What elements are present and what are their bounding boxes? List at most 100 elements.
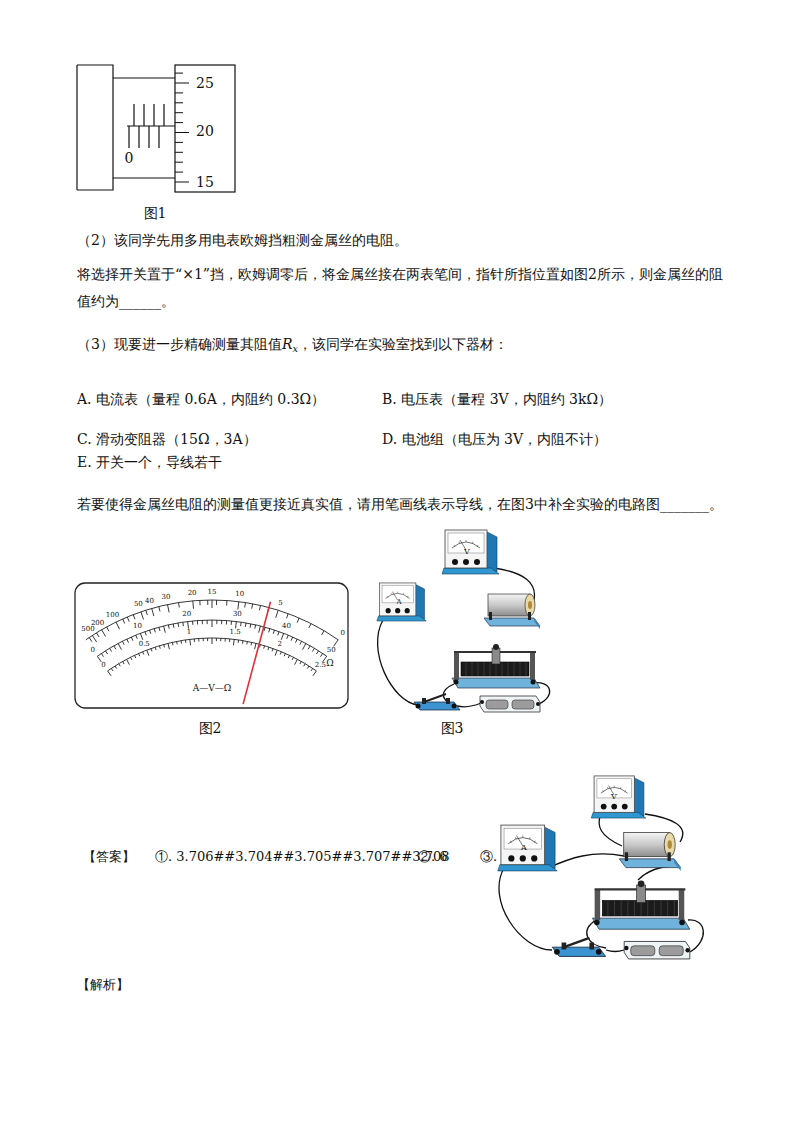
dial-caption: A—V—Ω [193,683,231,694]
scale-tick [173,624,175,628]
scale-tick [284,654,285,657]
scale-tick [108,671,112,676]
scale-tick [185,640,187,643]
scale-arc [97,620,326,656]
scale-tick [92,635,96,642]
question-text: 将选择开关置于“×1”挡，欧姆调零后，将金属丝接在两表笔间，指针所指位置如图2所… [77,261,727,315]
figure-caption: 图2 [199,720,222,737]
scale-tick [175,102,183,103]
scale-tick [311,668,313,671]
scale-tick [220,638,221,641]
scale-tick [111,668,113,671]
scale-tick [212,620,213,627]
scale-tick [226,621,227,625]
scale-tick [226,601,227,606]
scale-tick [252,604,253,609]
scale-tick [172,642,174,645]
scale-tick [269,629,270,633]
dial-frame [75,583,348,708]
scale-tick [164,626,166,633]
thimble-scale [175,73,189,182]
analysis-heading: 【解析】 [77,977,129,993]
scale-tick [131,637,133,641]
scale-tick [207,600,208,605]
scale-tick [150,630,151,634]
scale-tick [175,132,189,133]
scale-number: 20 [196,123,214,140]
scale-tick [212,600,213,608]
scale-tick [272,649,273,652]
scale-tick [296,639,298,643]
ohm-scale-number: 30 [161,593,170,601]
scale-tick [182,622,184,626]
scale-tick [97,633,100,637]
scale-tick [199,600,200,605]
scale-tick [181,641,183,644]
scale-tick [334,640,339,647]
ohm-scale-number: 200 [91,619,104,627]
scale-tick [115,666,117,669]
scale-tick [297,618,299,623]
scale-tick [238,640,240,643]
scale-tick [281,633,284,640]
dial-scales [86,600,338,704]
scale-tick [155,647,157,650]
question-text: （2）该同学先用多用电表欧姆挡粗测金属丝的电阻。 [77,232,408,249]
scale-tick [192,621,193,625]
circuit-answer [498,776,704,959]
scale-tick [308,646,310,649]
scale-tick [207,638,208,641]
scale-tick [259,605,260,610]
scale-tick [147,650,149,656]
subscript: x [292,343,298,354]
scale-tick [312,648,314,651]
ac-scale-number: 0.5 [139,639,150,647]
question-text: ，该同学在实验室找到以下器材： [298,336,508,352]
scale-tick [246,642,248,645]
scale-tick [267,647,269,650]
meter-pointer [243,602,270,704]
scale-tick [159,607,160,612]
scale-tick [278,632,279,636]
scale-tick [163,645,165,648]
ac-scale-number: 1.5 [229,628,240,636]
scale-tick [244,603,246,608]
scale-tick [135,655,136,658]
scale-tick [123,661,124,664]
scale-tick [168,625,170,629]
scale-tick [154,629,155,633]
scale-tick [140,633,143,640]
scale-tick [216,638,217,641]
scale-tick [175,83,189,84]
meter-letter: V [611,792,617,802]
scale-tick [313,671,317,676]
scale-tick [192,601,194,609]
scale-tick [175,73,183,74]
ohm-unit: Ω [326,658,333,669]
scale-tick [141,612,144,620]
ohm-scale-number: 10 [235,589,244,597]
scale-tick [152,608,154,616]
scale-tick [175,122,183,123]
scale-tick [322,631,325,635]
scale-tick [197,621,198,625]
dc-scale-number: 20 [182,609,191,617]
scale-tick [159,646,161,649]
scale-tick [159,627,160,631]
scale-tick [295,659,298,664]
scale-tick [123,619,125,624]
ohm-scale-number: 50 [134,600,143,608]
circuit-incomplete [377,530,550,712]
scale-tick [304,664,306,667]
ohm-scale-number: 5 [278,598,282,606]
ohm-scale-number: 20 [188,589,197,597]
scale-tick [287,635,289,639]
scale-tick [280,652,281,655]
scale-tick [139,654,140,657]
scale-number: 0 [125,150,134,167]
dc-scale-number: 30 [233,609,242,617]
scale-tick [316,651,318,654]
meter-letter: A [521,843,527,853]
answer-text: ③. [480,849,497,865]
